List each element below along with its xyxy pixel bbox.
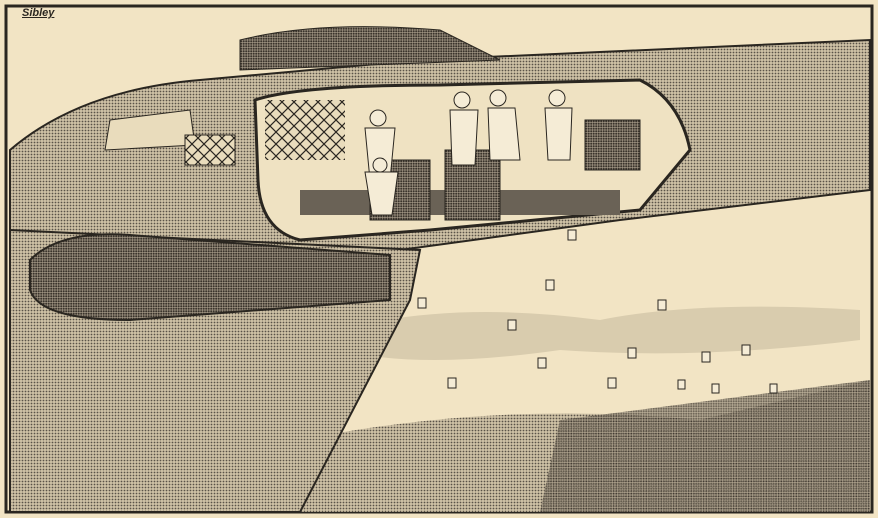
interior-lattice	[265, 100, 345, 160]
clouds	[340, 306, 860, 360]
upper-turret	[239, 26, 501, 71]
artist-signature: Sibley	[22, 7, 55, 19]
engine-nacelle	[29, 233, 391, 322]
leaflet-bundles	[584, 119, 641, 171]
city-dense	[540, 380, 870, 512]
nose-lattice	[184, 134, 236, 166]
crew-figures	[364, 89, 573, 216]
falling-leaflets	[417, 229, 778, 394]
